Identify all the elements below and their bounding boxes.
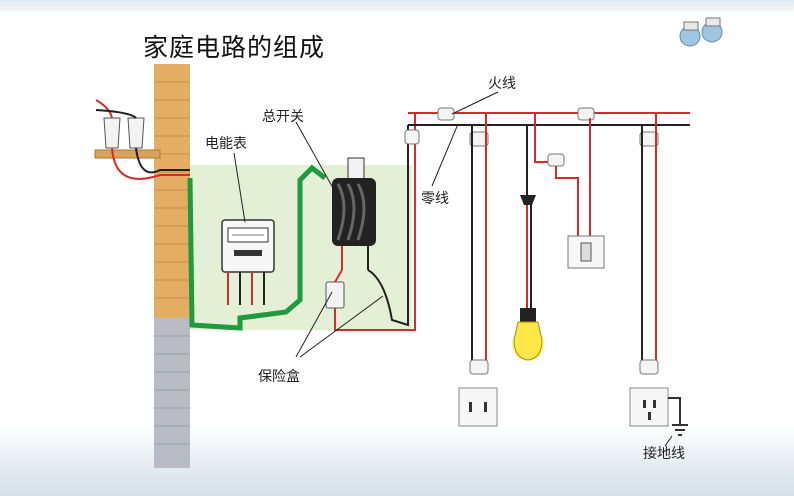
- energy-meter: [221, 219, 275, 305]
- bottom-frame-band: [0, 426, 794, 496]
- label-energy-meter: 电能表: [205, 136, 247, 152]
- lamp-branch: [520, 113, 605, 308]
- main-switch: [332, 157, 376, 270]
- label-fuse-box: 保险盒: [258, 369, 300, 385]
- wall: [154, 64, 190, 468]
- light-bulb: [512, 308, 544, 361]
- binoculars-icon: [679, 17, 723, 47]
- incoming-conduit: [187, 164, 327, 331]
- service-insulators: [94, 99, 190, 180]
- label-ground-wire: 接地线: [643, 446, 685, 462]
- label-live-wire: 火线: [488, 76, 516, 92]
- label-main-switch: 总开关: [262, 109, 304, 125]
- ground-symbol: [668, 397, 688, 436]
- label-neutral-wire: 零线: [421, 191, 449, 207]
- top-frame-band: [0, 0, 794, 12]
- outlet-branch-left: [458, 113, 498, 427]
- slide-title: 家庭电路的组成: [143, 33, 326, 62]
- junction-boxes: [404, 107, 659, 147]
- fuse-box: [325, 125, 416, 331]
- outlet-branch-right: [629, 113, 669, 427]
- leader-lines: [233, 91, 673, 447]
